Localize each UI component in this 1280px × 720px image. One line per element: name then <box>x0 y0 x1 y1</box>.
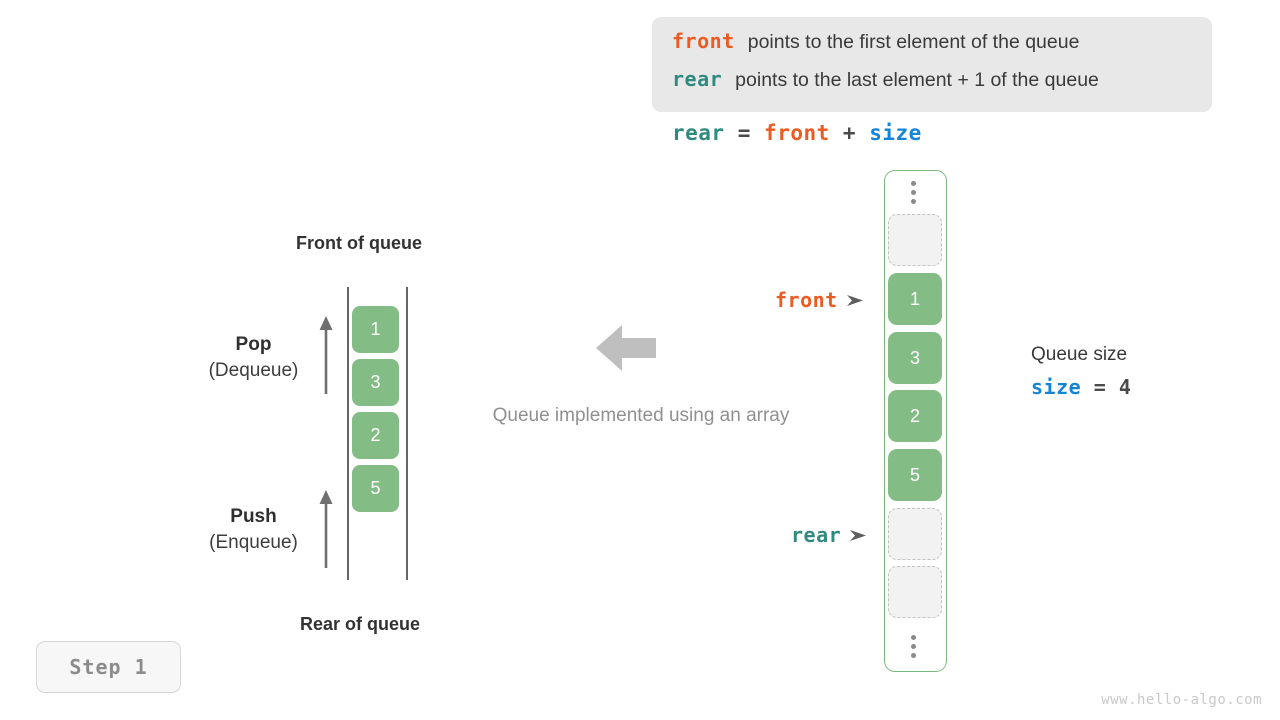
queue-cell: 3 <box>352 359 399 406</box>
legend-text-front: points to the first element of the queue <box>747 31 1080 53</box>
front-of-queue-label: Front of queue <box>296 233 422 253</box>
pop-subtitle: (Dequeue) <box>208 360 299 381</box>
equation-equals: = <box>737 121 751 145</box>
rear-of-queue-label: Rear of queue <box>300 614 421 634</box>
pop-title: Pop <box>235 334 272 355</box>
push-subtitle: (Enqueue) <box>209 532 298 553</box>
legend-line-rear: rear points to the last element + 1 of t… <box>672 67 1194 105</box>
equation-lhs: rear <box>672 121 725 145</box>
pop-operation-label: Pop (Dequeue) <box>196 334 311 382</box>
arrow-left-icon <box>596 325 656 371</box>
queue-cell: 1 <box>352 306 399 353</box>
queue-cell: 2 <box>352 412 399 459</box>
array-slot-filled: 5 <box>888 449 942 501</box>
equation-front-term: front <box>764 121 830 145</box>
center-caption: Queue implemented using an array <box>492 405 790 426</box>
equation-size-term: size <box>869 121 922 145</box>
queue-size-annotation: Queue size size = 4 <box>1031 344 1131 399</box>
step-badge: Step 1 <box>36 641 181 693</box>
legend-key-rear: rear <box>672 67 723 91</box>
queue-cell: 5 <box>352 465 399 512</box>
queue-rail-left <box>347 287 349 580</box>
front-pointer-label: front <box>775 288 838 312</box>
rear-equation: rear = front + size <box>672 121 922 145</box>
legend-line-front: front points to the first element of the… <box>672 29 1194 67</box>
equation-plus: + <box>842 121 857 145</box>
array-slot-empty <box>888 508 942 560</box>
legend-box: front points to the first element of the… <box>652 17 1212 112</box>
array-frame <box>884 170 947 672</box>
array-slot-filled: 1 <box>888 273 942 325</box>
legend-text-rear: points to the last element + 1 of the qu… <box>735 69 1099 91</box>
size-variable: size <box>1031 375 1082 399</box>
vertical-ellipsis-top-icon <box>911 181 916 204</box>
array-slot-filled: 3 <box>888 332 942 384</box>
queue-size-expression: size = 4 <box>1031 375 1131 399</box>
array-slot-empty <box>888 214 942 266</box>
push-arrow-up-icon <box>319 490 333 568</box>
watermark: www.hello-algo.com <box>1101 692 1262 708</box>
front-pointer: front <box>775 288 863 312</box>
array-slot-empty <box>888 566 942 618</box>
rear-pointer-label: rear <box>791 523 842 547</box>
pointer-arrow-right-icon <box>850 529 867 541</box>
vertical-ellipsis-bottom-icon <box>911 635 916 658</box>
push-operation-label: Push (Enqueue) <box>196 506 311 554</box>
size-value: 4 <box>1118 375 1132 399</box>
queue-rail-right <box>406 287 408 580</box>
array-slot-filled: 2 <box>888 390 942 442</box>
queue-size-title: Queue size <box>1031 344 1128 365</box>
push-title: Push <box>230 506 277 527</box>
legend-key-front: front <box>672 29 735 53</box>
size-equals: = <box>1093 375 1107 399</box>
pointer-arrow-right-icon <box>846 294 863 306</box>
pop-arrow-up-icon <box>319 316 333 394</box>
rear-pointer: rear <box>791 523 867 547</box>
